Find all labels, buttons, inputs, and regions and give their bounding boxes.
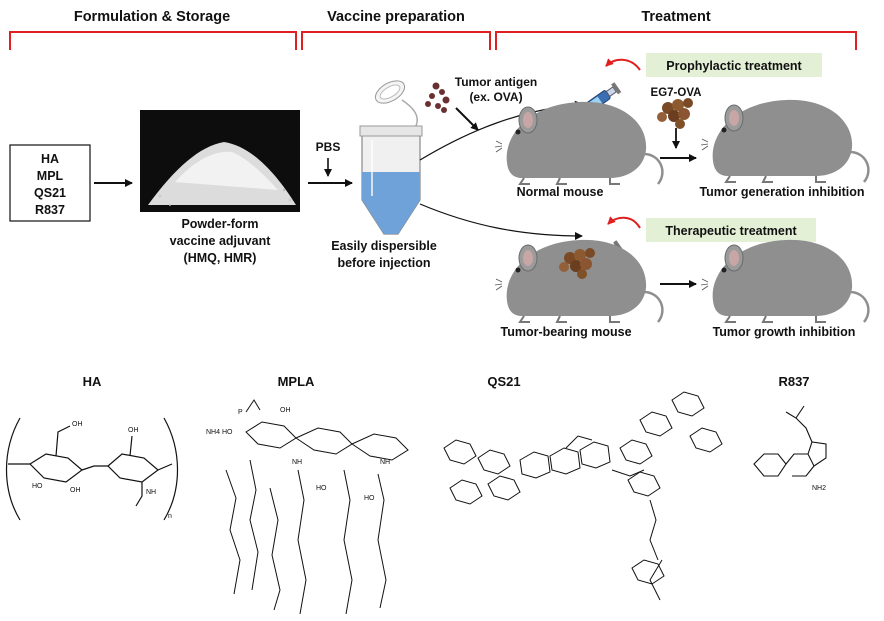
mpla-atom-nh2: NH bbox=[380, 459, 390, 466]
arrow-to-tumor-mouse bbox=[419, 203, 583, 240]
antigen-label-2: (ex. OVA) bbox=[469, 90, 522, 104]
therapeutic-red-arrow bbox=[607, 216, 641, 229]
mpla-atom-ho2: HO bbox=[364, 495, 375, 502]
mpla-atom-oh: OH bbox=[280, 407, 291, 414]
antigen-arrow bbox=[455, 107, 479, 131]
therapeutic-box bbox=[646, 218, 816, 242]
structure-title-r837: R837 bbox=[778, 374, 809, 389]
structure-title-qs21: QS21 bbox=[487, 374, 520, 389]
powder-label-1: Powder-form bbox=[181, 217, 258, 231]
section-preparation: Vaccine preparation bbox=[327, 9, 465, 25]
bracket-preparation bbox=[301, 31, 491, 50]
tumor-mouse-label: Tumor-bearing mouse bbox=[500, 325, 631, 339]
ha-atom-nh: NH bbox=[146, 489, 156, 496]
powder-photo bbox=[140, 110, 300, 212]
powder-label-3: (HMQ, HMR) bbox=[184, 251, 257, 265]
mpla-atom-ho: HO bbox=[316, 485, 327, 492]
section-treatment: Treatment bbox=[641, 9, 710, 25]
ha-structure bbox=[6, 417, 178, 521]
mpla-structure bbox=[225, 399, 409, 615]
pbs-label: PBS bbox=[316, 140, 341, 154]
dispersible-label-2: before injection bbox=[337, 256, 430, 270]
vial-icon bbox=[359, 80, 423, 235]
bracket-treatment bbox=[495, 31, 857, 50]
component-box bbox=[9, 144, 91, 222]
normal-mouse-icon bbox=[493, 100, 664, 186]
normal-mouse-label: Normal mouse bbox=[517, 185, 604, 199]
mpla-atom-nh1: NH bbox=[292, 459, 302, 466]
ha-atom-oh1: OH bbox=[72, 421, 83, 428]
section-formulation: Formulation & Storage bbox=[74, 9, 230, 25]
structure-title-mpla: MPLA bbox=[278, 374, 315, 389]
component-r837: R837 bbox=[35, 203, 65, 217]
ha-atom-oh4: OH bbox=[128, 427, 139, 434]
mpla-atom-nh4: NH4 HO bbox=[206, 429, 233, 436]
dispersible-label-1: Easily dispersible bbox=[331, 239, 437, 253]
antigen-label-1: Tumor antigen bbox=[455, 75, 537, 89]
prophylactic-box bbox=[646, 53, 822, 77]
ha-atom-ho: HO bbox=[32, 483, 43, 490]
therapeutic-title: Therapeutic treatment bbox=[665, 224, 797, 238]
r837-atom-nh2: NH2 bbox=[812, 485, 826, 492]
ha-atom-n: n bbox=[168, 513, 172, 520]
eg7-label: EG7-OVA bbox=[651, 87, 702, 99]
eg7-cells-icon bbox=[657, 98, 693, 129]
ha-atom-oh3: OH bbox=[70, 487, 81, 494]
qs21-structure bbox=[443, 391, 723, 601]
powder-label-2: vaccine adjuvant bbox=[170, 234, 272, 248]
r837-structure bbox=[753, 405, 827, 477]
prophylactic-result: Tumor generation inhibition bbox=[699, 185, 864, 199]
therapeutic-result: Tumor growth inhibition bbox=[713, 325, 856, 339]
mpla-atom-p: P bbox=[238, 409, 243, 416]
bracket-formulation bbox=[9, 31, 297, 50]
structure-title-ha: HA bbox=[83, 374, 102, 389]
prophylactic-title: Prophylactic treatment bbox=[666, 59, 802, 73]
component-qs21: QS21 bbox=[34, 186, 66, 200]
prophylactic-red-arrow bbox=[605, 58, 641, 71]
result-mouse-1-icon bbox=[699, 98, 870, 184]
result-mouse-2-icon bbox=[699, 238, 870, 324]
antigen-icon bbox=[425, 82, 450, 113]
component-ha: HA bbox=[41, 152, 59, 166]
component-mpl: MPL bbox=[37, 169, 64, 183]
